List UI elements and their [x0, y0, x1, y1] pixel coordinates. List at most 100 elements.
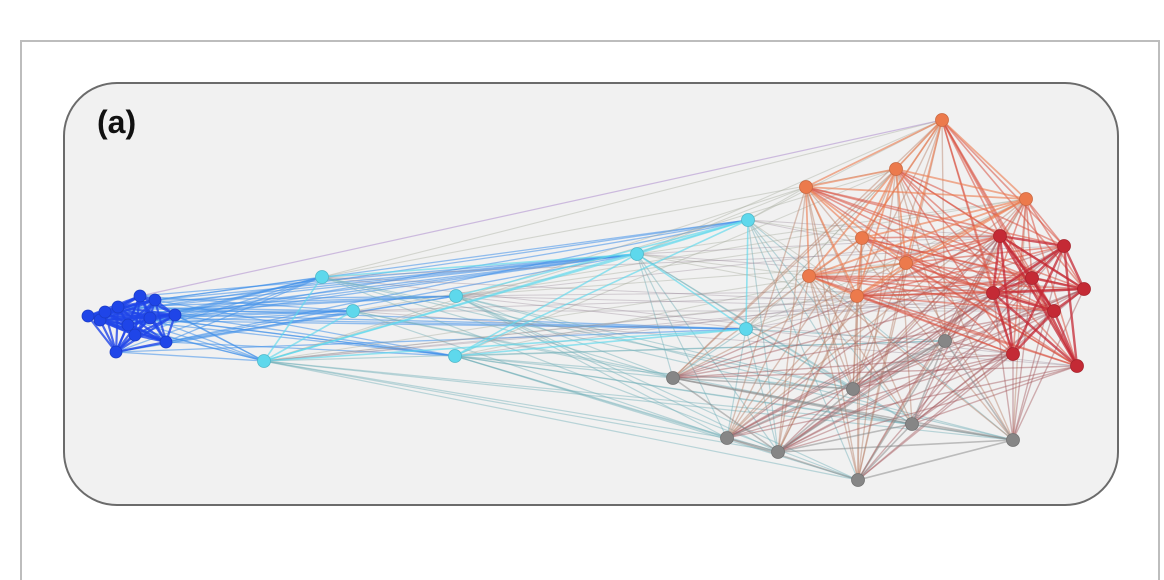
node-orange [899, 256, 913, 270]
edge-cyan-gray [263, 360, 728, 439]
edge-cyan [745, 219, 749, 330]
edge-gray-red [857, 288, 1085, 481]
edge-gray-red [911, 353, 1014, 425]
edge-gray-orange [726, 295, 858, 439]
edge-cyan-gray [263, 340, 946, 362]
edge-red [1030, 244, 1066, 280]
edge-red [991, 244, 1066, 295]
node-gray [771, 445, 785, 459]
edge-cyan-orange [745, 168, 897, 330]
edge-orange-red [856, 295, 1078, 367]
node-cyan [257, 354, 271, 368]
edge-cyan-orange [636, 119, 943, 255]
edge-cyan-orange [263, 186, 807, 362]
edge-blue-cyan [154, 253, 638, 301]
edge-cyan-orange [321, 119, 943, 278]
node-cyan [630, 247, 644, 261]
edge-orange-red [905, 245, 1065, 264]
edge-cyan-orange [263, 295, 858, 362]
node-cyan [315, 270, 329, 284]
edge-cyan [263, 219, 749, 362]
figure-frame [20, 40, 1160, 580]
edge-gray-red [672, 245, 1065, 379]
edge-orange [856, 198, 1027, 297]
edge-gray [911, 340, 946, 425]
edge-orange-red [1025, 198, 1033, 279]
edge-gray-orange [808, 275, 859, 481]
edge-red [991, 234, 1002, 295]
edge-cyan-red [455, 235, 1001, 297]
edge-gray-red [726, 235, 1001, 439]
node-gray [666, 371, 680, 385]
edge-blue-cyan [149, 253, 638, 319]
edge-blue [86, 314, 118, 354]
edge-blue-cyan [127, 253, 638, 326]
edge-cyan-orange [745, 275, 810, 330]
edge-cyan-red [263, 288, 1085, 362]
edge-cyan-red [454, 277, 1033, 357]
edge-gray-red [911, 292, 994, 425]
edge-gray-red [777, 235, 1001, 453]
edge-gray-orange [672, 198, 1027, 379]
edge-cyan-gray [747, 219, 854, 390]
edge-blue-cyan [104, 253, 638, 313]
edge-blue [114, 340, 168, 354]
edge-orange-red [895, 168, 1014, 355]
node-gray [1006, 433, 1020, 447]
edge-cyan-orange [636, 186, 807, 255]
edge-orange [856, 262, 907, 297]
edge-gray-red [911, 365, 1078, 425]
edge-cyan-gray [454, 355, 859, 481]
edge-cyan-gray [263, 360, 1014, 441]
edge-cyan [454, 219, 749, 357]
edge-cyan-gray [636, 253, 854, 390]
node-gray [938, 334, 952, 348]
edge-orange [856, 168, 897, 297]
node-gray [720, 431, 734, 445]
edge-cyan-red [263, 292, 994, 362]
edge-gray [672, 377, 854, 390]
edge-red [991, 291, 1015, 356]
edge-gray-red [726, 365, 1078, 439]
edge-gray-red [852, 310, 1055, 390]
node-blue [121, 318, 135, 332]
edge-orange [808, 262, 907, 277]
edge-cyan [455, 219, 749, 297]
edge-cyan-gray [454, 355, 854, 390]
node-cyan [448, 349, 462, 363]
edge-orange-red [941, 119, 1001, 237]
edge-orange [805, 168, 897, 188]
edge-red [991, 291, 1056, 313]
edge-orange [808, 198, 1027, 277]
edge-gray [777, 340, 946, 453]
edge-gray [852, 340, 946, 390]
edge-cyan-gray [672, 328, 747, 379]
edge-blue [103, 310, 152, 320]
edge-cyan-orange [745, 295, 858, 330]
edge-gray [857, 340, 946, 481]
node-blue [128, 328, 142, 342]
edge-gray [726, 340, 946, 439]
edge-cyan-gray [636, 253, 913, 425]
edge-cyan-gray [454, 355, 674, 379]
edge-orange [861, 198, 1027, 239]
node-blue [143, 311, 157, 325]
edge-cyan-gray [745, 328, 854, 390]
edge-orange-red [905, 262, 1078, 367]
edge-red [998, 234, 1086, 291]
edge-gray-orange [726, 275, 810, 439]
node-blue [159, 335, 173, 349]
edge-red [1030, 276, 1079, 368]
node-cyan [741, 213, 755, 227]
edge-blue-cyan [154, 295, 457, 301]
edge-orange [941, 119, 1027, 200]
edge-orange [905, 119, 943, 264]
network-graph [81, 113, 1091, 487]
node-gray [846, 382, 860, 396]
edge-cyan-gray [636, 253, 674, 379]
edge-cyan-red [321, 276, 1014, 355]
edge-gray-orange [777, 275, 810, 453]
node-blue [109, 345, 123, 359]
edge-orange [805, 186, 1027, 200]
node-red [993, 229, 1007, 243]
